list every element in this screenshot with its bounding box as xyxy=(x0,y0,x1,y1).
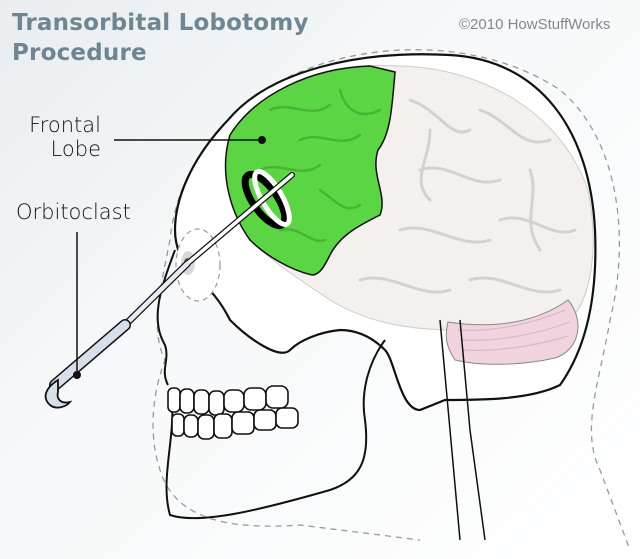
frontal-lobe-label: Frontal Lobe xyxy=(29,113,101,161)
copyright-notice: ©2010 HowStuffWorks xyxy=(459,16,611,33)
frontal-lobe-folds xyxy=(258,88,382,243)
cerebellum-lines xyxy=(457,309,571,351)
nasal-bone xyxy=(156,249,176,386)
orbitoclast-instrument xyxy=(44,172,295,409)
orbitoclast-label: Orbitoclast xyxy=(16,200,131,224)
diagram-title: Transorbital Lobotomy Procedure xyxy=(12,8,309,68)
spinal-column xyxy=(439,319,486,541)
cerebellum xyxy=(445,299,579,365)
teeth xyxy=(167,385,299,440)
mandible xyxy=(165,339,386,520)
title-line-1: Transorbital Lobotomy xyxy=(12,10,309,36)
title-line-2: Procedure xyxy=(12,40,147,66)
brain-folds xyxy=(358,98,577,294)
